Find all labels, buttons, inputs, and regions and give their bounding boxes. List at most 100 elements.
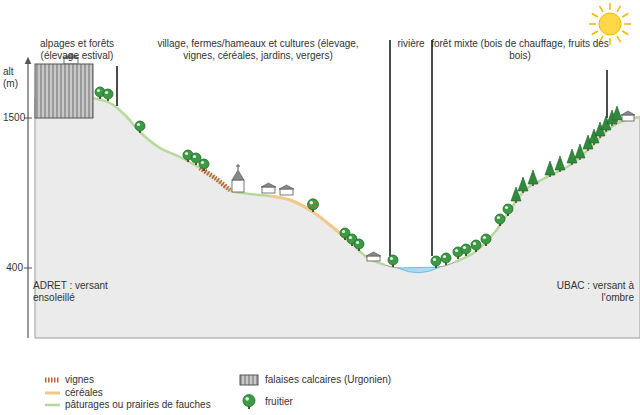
drawing-part	[587, 149, 589, 151]
drawing-part	[135, 121, 145, 131]
cereal-line	[270, 196, 350, 242]
sun-disc	[599, 13, 621, 35]
conifer	[545, 161, 555, 175]
drawing-part	[390, 257, 393, 260]
drawing-part	[95, 87, 622, 409]
drawing-part	[503, 204, 513, 214]
axis-value: 1500	[3, 112, 23, 124]
conifer	[528, 170, 538, 184]
drawing-part	[473, 242, 476, 245]
sun-ray	[589, 23, 596, 25]
zone-label: village, fermes/hameaux et cultures (éle…	[151, 38, 366, 62]
tree	[103, 89, 113, 101]
legend-text: céréales	[65, 387, 103, 399]
tree	[199, 159, 209, 171]
zone-label: alpages et forêts (élevage estival)	[29, 38, 125, 62]
drawing-part	[261, 183, 276, 187]
house	[621, 111, 635, 121]
drawing-part	[505, 206, 508, 209]
axis-label: alt (m)	[3, 66, 27, 90]
tree	[495, 214, 505, 226]
tree	[461, 244, 471, 256]
sun-ray	[609, 38, 611, 45]
pasture-line	[455, 117, 640, 262]
drawing-part	[559, 170, 561, 172]
drawing-part	[356, 241, 359, 244]
axis-tick	[24, 268, 32, 269]
tree	[243, 395, 255, 409]
drawing-part	[105, 91, 108, 94]
drawing-part	[185, 152, 188, 155]
drawing-part	[461, 244, 471, 254]
drawing-part	[441, 253, 451, 263]
axis-tick	[24, 118, 32, 119]
drawing-part	[471, 240, 481, 250]
zone-divider	[389, 40, 391, 256]
drawing-part	[579, 158, 581, 160]
sun-ray	[617, 36, 621, 42]
drawing-part	[433, 258, 436, 261]
drawing-part	[310, 201, 314, 205]
drawing-part	[279, 185, 294, 189]
tree	[135, 121, 145, 133]
sun-ray	[624, 23, 631, 25]
valley-profile	[35, 98, 640, 338]
drawing-part	[571, 163, 573, 165]
drawing-part	[349, 236, 352, 239]
tree	[503, 204, 513, 216]
limestone-cliff	[35, 64, 93, 118]
zone-divider	[606, 70, 608, 118]
tree	[431, 256, 441, 268]
zone-divider	[116, 66, 118, 106]
drawing-part	[431, 256, 441, 266]
drawing-part	[366, 252, 381, 256]
sun-ray	[617, 6, 621, 12]
pasture-line	[93, 98, 385, 265]
drawing-part	[63, 54, 640, 273]
drawing-part	[354, 239, 364, 249]
drawing-part	[593, 143, 595, 145]
drawing-part	[245, 397, 249, 401]
zone-label: forêt mixte (bois de chauffage, fruits d…	[430, 38, 610, 62]
drawing-part	[605, 130, 607, 132]
drawing-part	[315, 205, 317, 207]
tree	[441, 253, 451, 265]
drawing-part	[243, 395, 255, 407]
church	[232, 164, 244, 192]
house	[261, 183, 276, 193]
zone-label: rivière	[386, 38, 436, 50]
drawing-part	[232, 170, 244, 180]
altitude-axis	[27, 60, 28, 338]
drawing-part	[232, 180, 244, 192]
tree	[354, 239, 364, 251]
sun-ray	[609, 3, 611, 10]
tree	[471, 240, 481, 252]
drawing-part	[463, 246, 466, 249]
conifer	[518, 177, 528, 191]
drawing-part	[137, 123, 140, 126]
drawing-part	[532, 184, 534, 186]
zone-label: ADRET : versant ensoleillé	[33, 280, 133, 304]
drawing-part	[443, 255, 446, 258]
drawing-part	[522, 191, 524, 193]
zone-label: UBAC : versant à l'ombre	[534, 280, 634, 304]
drawing-part	[103, 89, 113, 99]
drawing-part	[481, 234, 491, 244]
legend-text: pâturages ou prairies de fauches	[65, 399, 211, 411]
cliff-sample	[240, 375, 258, 385]
axis-value: 400	[3, 262, 23, 274]
drawing-part	[455, 249, 458, 252]
house	[279, 185, 294, 195]
vine-line	[200, 168, 230, 190]
drawing-part	[238, 164, 239, 170]
pasture-sample	[45, 404, 60, 407]
tree	[481, 234, 491, 246]
drawing-part	[483, 236, 486, 239]
drawing-part	[599, 136, 601, 138]
sun-ray	[592, 14, 598, 18]
drawing-part	[495, 214, 505, 224]
drawing-part	[621, 111, 635, 115]
conifer	[612, 106, 622, 120]
